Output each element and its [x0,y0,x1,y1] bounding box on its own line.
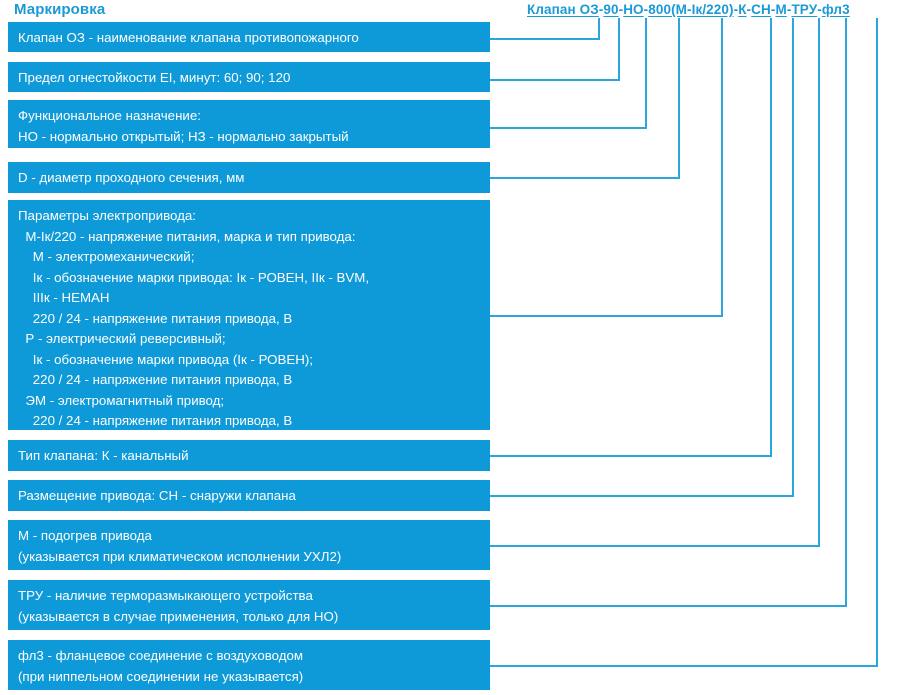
wire-functional-purpose-v [645,18,647,128]
formula-segment-2: 90 [603,2,619,17]
block-line: Параметры электропривода: [18,208,196,223]
block-line: IIIк - НЕМАН [18,290,110,305]
block-valve-type: Тип клапана: К - канальный [8,440,490,471]
wire-fire-resistance-h [490,79,620,81]
block-line: Предел огнестойкости EI, минут: 60; 90; … [18,70,291,85]
wire-diameter-v [678,18,680,178]
block-line: 220 / 24 - напряжение питания привода, В [18,310,293,326]
wire-fire-resistance-v [618,18,620,80]
block-line: М - электромеханический; [18,249,195,264]
block-functional-purpose: Функциональное назначение: НО - нормально… [8,100,490,148]
formula-segment-4: НО [623,2,644,17]
wire-drive-placement-h [490,495,794,497]
block-line: Р - электрический реверсивный; [18,331,226,346]
page-title: Маркировка [14,1,106,18]
block-line: М-Iк/220 - напряжение питания, марка и т… [18,228,356,244]
formula-segment-1: - [598,2,604,17]
wire-drive-heating-v [818,18,820,546]
block-drive-heating: М - подогрев привода (указывается при кли… [8,520,490,570]
block-line: Клапан ОЗ - наименование клапана противо… [18,30,359,45]
formula-segment-13: М [775,2,787,17]
block-line: Iк - обозначение марки привода (Iк - РОВ… [18,351,313,367]
block-drive-placement: Размещение привода: СН - снаружи клапана [8,480,490,511]
formula-segment-9: К [738,2,747,17]
block-line: М - подогрев привода [18,528,152,543]
product-code-formula: Клапан ОЗ-90-НО-800(М-Iк/220)-К-СН-М-ТРУ… [527,2,850,17]
block-line: (при ниппельном соединении не указываетс… [18,668,304,684]
block-line: Функциональное назначение: [18,108,201,123]
wire-valve-name-h [490,38,600,40]
formula-segment-15: ТРУ [791,2,818,17]
formula-segment-7: (М-Iк/220) [671,2,734,17]
formula-segment-0: Клапан ОЗ [527,2,599,17]
wire-flange-connection-v [876,18,878,666]
block-line: Тип клапана: К - канальный [18,448,189,463]
formula-segment-11: СН [751,2,771,17]
block-line: фл3 - фланцевое соединение с воздуховодо… [18,648,304,663]
block-valve-name: Клапан ОЗ - наименование клапана противо… [8,22,490,52]
block-line: НО - нормально открытый; НЗ - нормально … [18,128,349,144]
block-thermal-device: ТРУ - наличие терморазмыкающего устройст… [8,580,490,630]
wire-functional-purpose-h [490,127,647,129]
wire-drive-placement-v [792,18,794,496]
wire-thermal-device-v [845,18,847,606]
wire-drive-parameters-h [490,315,723,317]
formula-segment-5: - [643,2,649,17]
wire-valve-type-v [770,18,772,456]
block-line: (указывается при климатическом исполнени… [18,548,342,564]
block-diameter: D - диаметр проходного сечения, мм [8,162,490,193]
formula-segment-8: - [733,2,739,17]
block-flange-connection: фл3 - фланцевое соединение с воздуховодо… [8,640,490,690]
block-line: Iк - обозначение марки привода: Iк - РОВ… [18,269,370,285]
block-line: Размещение привода: СН - снаружи клапана [18,488,296,503]
wire-flange-connection-h [490,665,878,667]
formula-segment-16: - [817,2,822,17]
block-drive-parameters: Параметры электропривода: М-Iк/220 - нап… [8,200,490,449]
wire-drive-heating-h [490,545,820,547]
formula-segment-3: - [618,2,624,17]
wire-valve-name-v [598,18,600,39]
formula-segment-14: - [786,2,792,17]
block-line: (указывается в случае применения, только… [18,608,339,624]
formula-segment-12: - [770,2,776,17]
wire-thermal-device-h [490,605,847,607]
block-line: 220 / 24 - напряжение питания привода, В [18,372,293,387]
formula-segment-6: 800 [648,2,672,17]
formula-segment-10: - [746,2,752,17]
block-line: ТРУ - наличие терморазмыкающего устройст… [18,588,313,603]
formula-segment-17: фл3 [821,2,850,17]
block-line: ЭМ - электромагнитный привод; [18,392,225,408]
block-fire-resistance: Предел огнестойкости EI, минут: 60; 90; … [8,62,490,92]
wire-valve-type-h [490,455,772,457]
wire-diameter-h [490,177,680,179]
block-line: D - диаметр проходного сечения, мм [18,170,245,185]
wire-drive-parameters-v [721,18,723,316]
block-line: 220 / 24 - напряжение питания привода, В [18,413,293,428]
